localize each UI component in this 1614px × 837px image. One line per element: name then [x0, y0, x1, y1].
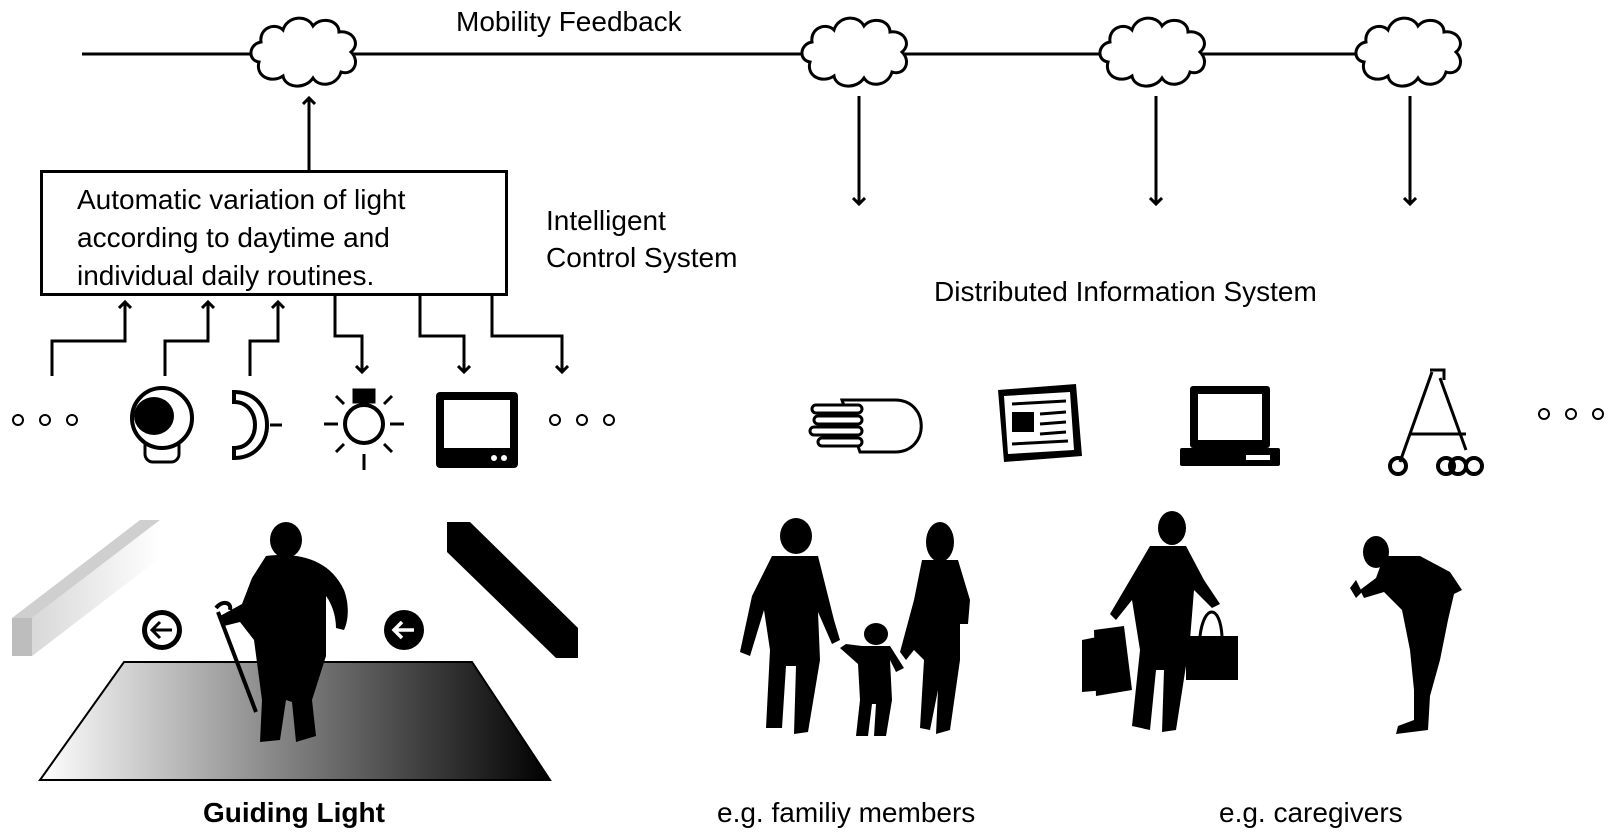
- intelligent-control-system-label-line1: Intelligent: [546, 205, 666, 236]
- guiding-light-caption: Guiding Light: [203, 797, 385, 828]
- cloud-icon: [800, 16, 909, 88]
- io-arrows: [50, 296, 562, 376]
- mobility-feedback-bus: [82, 16, 1463, 88]
- control-rule-box: Automatic variation of light according t…: [40, 170, 508, 296]
- newspaper-icon: [998, 384, 1082, 462]
- ellipsis-icon: [12, 414, 78, 426]
- elderly-woman-with-cane-icon: [214, 522, 348, 742]
- intelligent-control-system-label-line2: Control System: [546, 242, 738, 273]
- family-silhouette-icon: [740, 518, 970, 736]
- man-with-bags-silhouette-icon: [1082, 511, 1238, 732]
- caregivers-caption: e.g. caregivers: [1219, 797, 1403, 828]
- hand-icon: [808, 398, 923, 454]
- distributed-information-system-label: Distributed Information System: [934, 276, 1317, 307]
- arrow-left-icon: [142, 610, 182, 650]
- cloud-icon: [1098, 16, 1207, 88]
- light-bar-icon: [12, 520, 160, 656]
- light-bar-icon: [447, 522, 578, 658]
- display-icon: [436, 392, 518, 468]
- arrow-left-icon: [384, 610, 424, 650]
- mobility-feedback-label: Mobility Feedback: [456, 6, 682, 37]
- ellipsis-icon: [549, 414, 615, 426]
- cloud-icon: [1354, 16, 1463, 88]
- rollator-icon: [1388, 368, 1484, 476]
- cloud-icon: [249, 16, 358, 88]
- motion-sensor-icon: [130, 386, 194, 464]
- ellipsis-icon: [1538, 408, 1604, 420]
- computer-icon: [1180, 386, 1280, 466]
- family-members-caption: e.g. familiy members: [717, 797, 976, 828]
- caregiver-with-phone-silhouette-icon: [1350, 536, 1462, 734]
- presence-sensor-icon: [232, 389, 282, 461]
- light-bulb-icon: [324, 388, 404, 470]
